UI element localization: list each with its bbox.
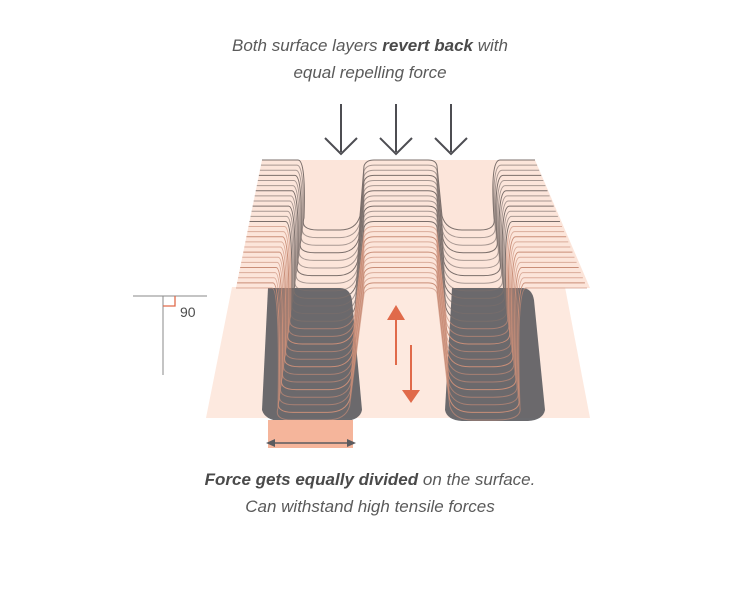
contour-line — [240, 267, 579, 391]
contour-line — [241, 261, 577, 383]
right-angle-marker — [163, 296, 176, 307]
angle-label: 90 — [180, 304, 196, 320]
top-caption-bold: revert back — [382, 36, 473, 55]
groove-wall-right — [445, 288, 545, 421]
bottom-caption-bold: Force gets equally divided — [204, 470, 419, 489]
contour-line — [236, 287, 587, 421]
contour-line — [246, 236, 567, 345]
top-caption-text-end: with — [473, 36, 508, 55]
contour-line — [239, 272, 581, 398]
contour-line — [245, 241, 569, 353]
band-arrow-right — [347, 439, 356, 447]
band-arrow-left — [266, 439, 275, 447]
contour-line — [244, 246, 571, 360]
contour-line — [242, 256, 575, 375]
top-caption-line-2: equal repelling force — [293, 63, 447, 82]
contour-line — [237, 282, 585, 413]
layered-stripes — [236, 159, 587, 421]
top-caption-line-1: Both surface layers revert back with — [0, 32, 740, 59]
contour-line — [238, 277, 583, 406]
up-down-arrow-icon — [387, 305, 420, 403]
bottom-caption-text: on the surface. — [418, 470, 536, 489]
top-caption-text: Both surface layers — [232, 36, 383, 55]
bottom-caption-line-1: Force gets equally divided on the surfac… — [0, 466, 740, 493]
contour-line — [243, 251, 573, 368]
force-band — [268, 420, 353, 448]
top-caption: Both surface layers revert back with equ… — [0, 32, 740, 86]
contour-line — [262, 159, 535, 231]
down-arrow-icon — [434, 104, 468, 156]
bottom-caption: Force gets equally divided on the surfac… — [0, 466, 740, 520]
bottom-caption-line-2: Can withstand high tensile forces — [245, 497, 495, 516]
down-arrow-icon — [324, 104, 358, 156]
down-arrow-icon — [379, 104, 413, 156]
